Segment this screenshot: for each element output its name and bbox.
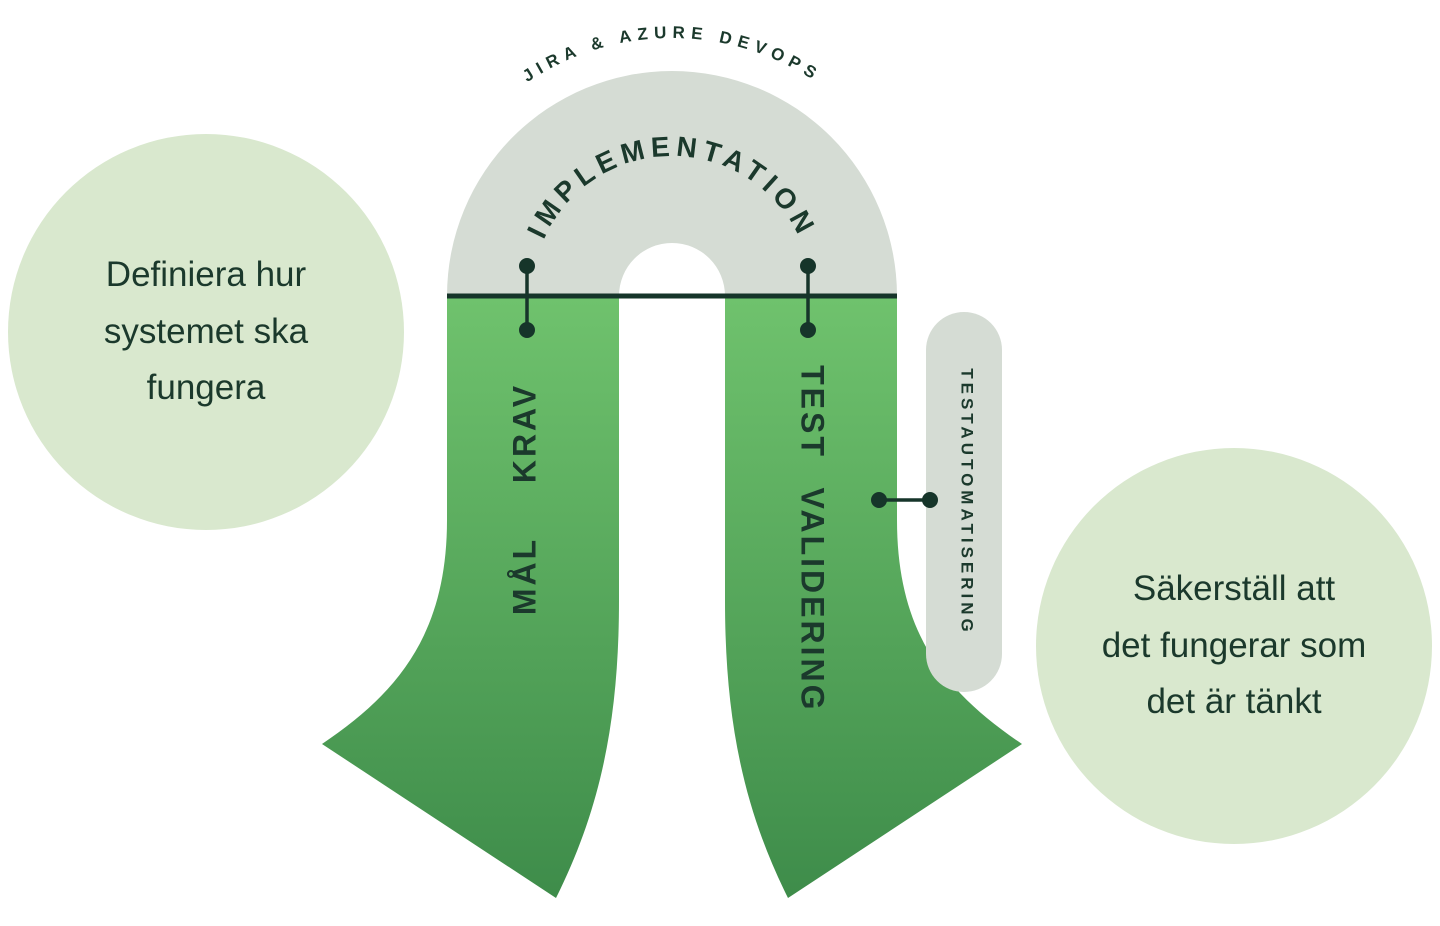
left-leg-shape	[322, 298, 619, 898]
sakerstall-note-circle: Säkerställ att det fungerar som det är t…	[1036, 448, 1432, 844]
definiera-note-circle: Definiera hur systemet ska fungera	[8, 134, 404, 530]
pill-connector	[871, 492, 938, 508]
implementation-arch-shape	[447, 71, 897, 296]
right-leg-shape	[725, 298, 1022, 898]
sakerstall-note-text: Säkerställ att det fungerar som det är t…	[1101, 568, 1367, 722]
left-connector-dot-bottom	[519, 322, 535, 338]
right-connector-dot-bottom	[800, 322, 816, 338]
validering-label: VALIDERING	[795, 488, 831, 713]
pill-connector-dot-left	[871, 492, 887, 508]
testautomatisering-pill	[926, 312, 1002, 692]
mal-label: MÅL	[506, 537, 542, 615]
right-connector	[800, 258, 816, 338]
left-connector	[519, 258, 535, 338]
krav-label: KRAV	[506, 383, 542, 483]
right-connector-dot-top	[800, 258, 816, 274]
pill-connector-dot-right	[922, 492, 938, 508]
test-label: TEST	[795, 365, 831, 459]
definiera-note-text: Definiera hur systemet ska fungera	[103, 254, 309, 408]
testautomatisering-label: TESTAUTOMATISERING	[958, 368, 977, 636]
left-connector-dot-top	[519, 258, 535, 274]
